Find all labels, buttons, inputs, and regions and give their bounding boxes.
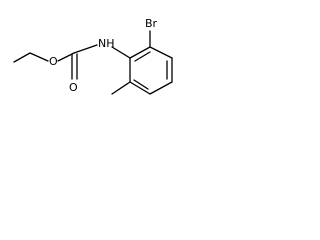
structure-diagram: Br NH O O xyxy=(0,0,204,117)
atom-label-bromine: Br xyxy=(145,17,158,30)
ring-inner-double-3 xyxy=(133,79,149,90)
bond-nh-ring xyxy=(111,46,131,59)
bond-ring-methyl xyxy=(111,81,131,95)
atom-label-nh: NH xyxy=(98,37,115,50)
bond-oxygen-carbonyl-carbon xyxy=(57,52,75,62)
ring-bond-2 xyxy=(149,46,173,59)
atom-label-carbonyl-oxygen: O xyxy=(69,81,78,94)
ring-inner-double-1 xyxy=(134,51,151,62)
bond-carbonyl-nh xyxy=(73,44,98,54)
molecule-svg: Br NH O O xyxy=(13,17,173,95)
bond-ethyl-c1-c2 xyxy=(13,52,31,63)
ring-bond-4 xyxy=(149,81,173,95)
ring-bond-1 xyxy=(129,46,151,59)
atom-label-ester-oxygen: O xyxy=(49,55,58,68)
bond-ethyl-c2-oxygen xyxy=(29,52,49,62)
ring-bond-5 xyxy=(129,81,151,95)
